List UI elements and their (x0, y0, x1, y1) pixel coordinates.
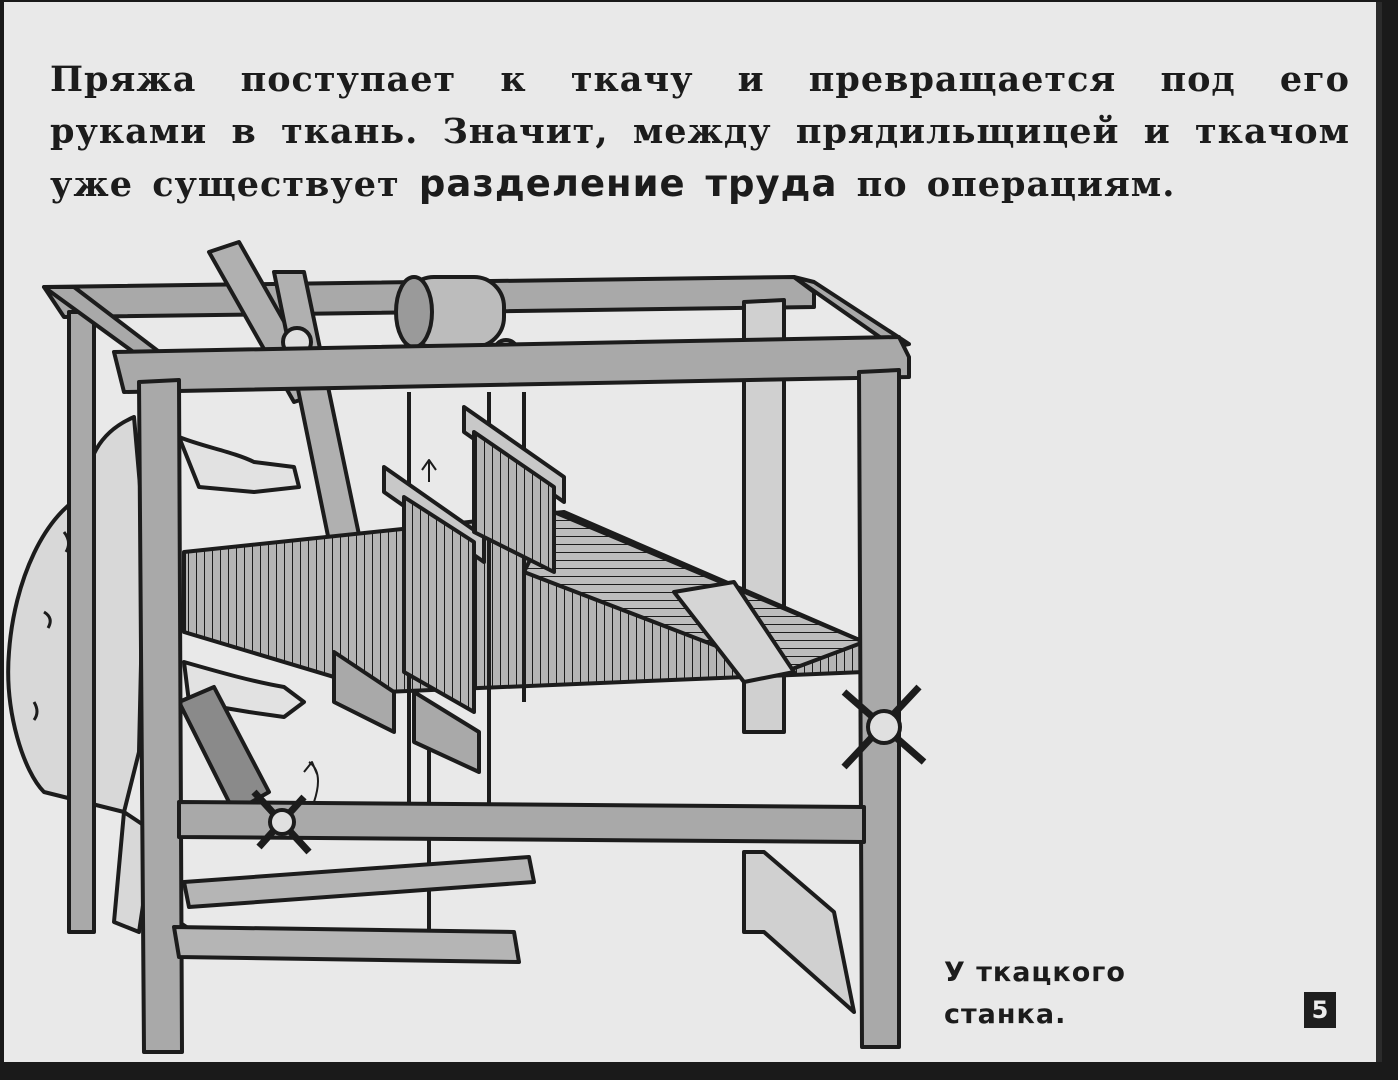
treadles (172, 855, 536, 964)
curved-arrow-icon (303, 761, 319, 803)
subcaption-line-1: У ткацкого (944, 957, 1126, 988)
caption-part1: Пряжа поступает к ткачу и превращается п… (50, 59, 1350, 205)
caption-part2: по операциям. (837, 164, 1176, 205)
subcaption-line-2: станка. (944, 999, 1067, 1030)
page-number-badge: 5 (1304, 992, 1336, 1028)
illustration-subcaption: У ткацкого станка. (944, 952, 1126, 1036)
ratchet-wheel-left (251, 789, 312, 855)
filmstrip-frame: Пряжа поступает к ткачу и превращается п… (4, 2, 1382, 1062)
ratchet-wheel-right (841, 684, 927, 770)
loom-front-beam (112, 335, 911, 394)
caption-text: Пряжа поступает к ткачу и превращается п… (50, 54, 1350, 211)
reed-batten (332, 405, 566, 774)
loom-illustration (6, 240, 927, 1054)
loom-front-frame (137, 368, 901, 1054)
warp-threads (182, 392, 866, 942)
caption-emphasis: разделение труда (418, 162, 838, 205)
up-arrow-icon (421, 459, 437, 482)
